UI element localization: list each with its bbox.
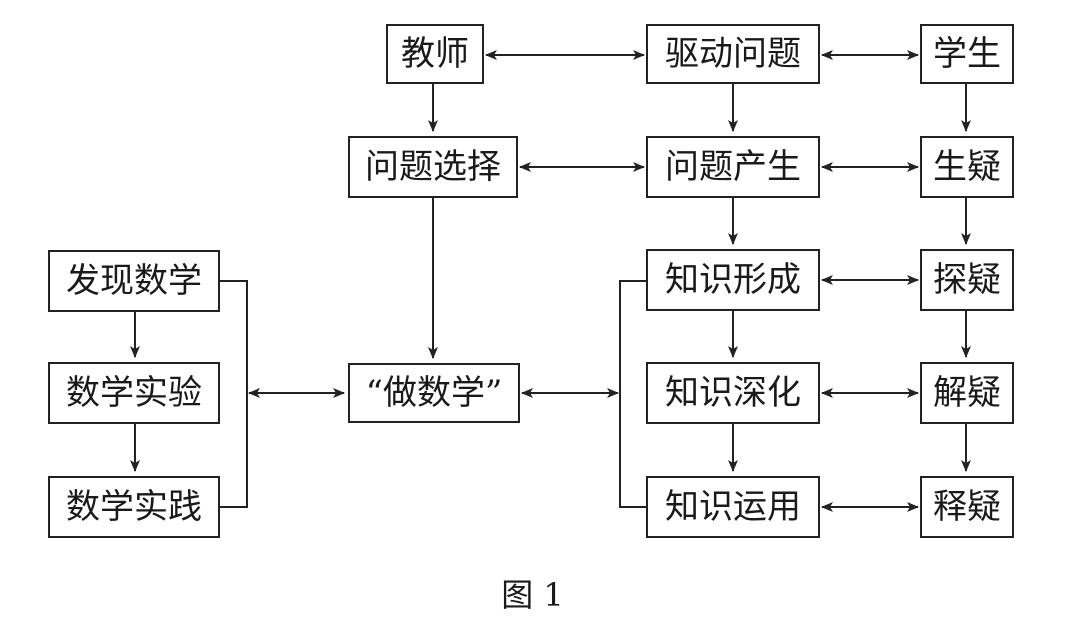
node-doubt-release: 释疑 [920, 476, 1014, 538]
node-math-experiment: 数学实验 [48, 362, 220, 424]
node-knowledge-formation: 知识形成 [646, 249, 820, 311]
node-doubt-explore: 探疑 [920, 249, 1014, 311]
node-teacher: 教师 [386, 24, 484, 84]
node-discover-math: 发现数学 [48, 250, 220, 312]
right-bracket [619, 280, 647, 508]
node-math-practice: 数学实践 [48, 476, 220, 538]
node-doubt-solve: 解疑 [920, 362, 1014, 424]
node-knowledge-apply: 知识运用 [646, 476, 820, 538]
left-bracket [220, 280, 248, 508]
node-question-selection: 问题选择 [348, 136, 518, 198]
node-student: 学生 [920, 24, 1014, 84]
figure-caption: 图 1 [501, 576, 564, 614]
node-knowledge-deepen: 知识深化 [646, 362, 820, 424]
node-question-generation: 问题产生 [646, 136, 820, 198]
node-driving-question: 驱动问题 [646, 24, 820, 84]
node-doubt-arise: 生疑 [920, 136, 1014, 198]
node-doing-math: “做数学” [348, 363, 520, 423]
